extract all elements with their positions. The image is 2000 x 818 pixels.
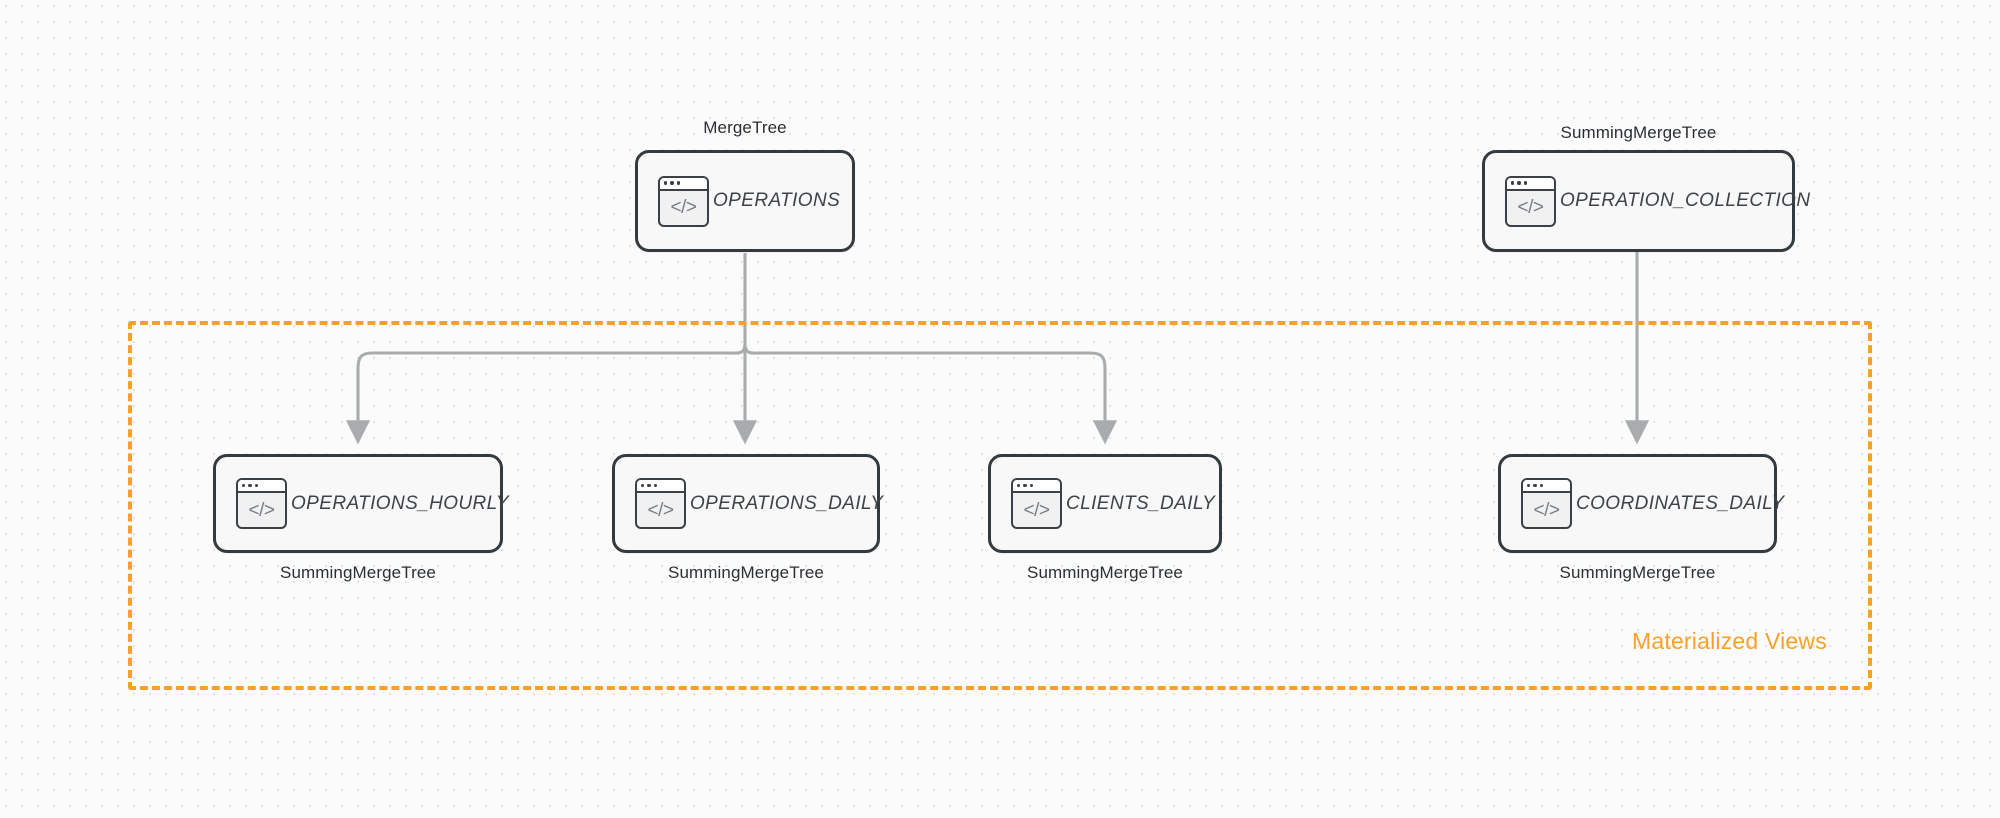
code-glyph-icon: </>	[1023, 499, 1050, 521]
icon-titlebar-dot	[1523, 181, 1528, 185]
icon-titlebar	[1507, 177, 1554, 191]
code-glyph-icon: </>	[647, 499, 674, 521]
node-label-clients_daily: CLIENTS_DAILY	[1066, 492, 1216, 514]
code-window-icon: </>	[1505, 175, 1556, 227]
node-label-operations: OPERATIONS	[713, 190, 841, 211]
materialized-views-label: Materialized Views	[1632, 628, 1827, 654]
code-glyph-icon: </>	[1533, 499, 1560, 521]
node-content: </> OPERATIONS_DAILY	[615, 478, 901, 529]
icon-titlebar-dot	[1539, 483, 1544, 488]
code-glyph-icon: </>	[1517, 197, 1544, 218]
node-operations_daily[interactable]: </> OPERATIONS_DAILY	[612, 454, 883, 553]
node-label-operations_hourly: OPERATIONS_HOURLY	[291, 492, 509, 514]
node-content: </> OPERATIONS_HOURLY	[216, 478, 527, 529]
icon-titlebar-dot	[248, 483, 252, 488]
code-window-icon: </>	[236, 478, 287, 529]
icon-titlebar-dot	[641, 483, 645, 488]
node-content: </> OPERATION_COLLECTION	[1485, 175, 1828, 227]
node-content: </> OPERATIONS	[638, 175, 858, 227]
node-operations_hourly[interactable]: </> OPERATIONS_HOURLY	[213, 454, 509, 553]
materialized-views-container	[128, 321, 1872, 690]
icon-titlebar-dot	[1029, 483, 1034, 488]
icon-titlebar-dot	[1023, 483, 1027, 488]
icon-titlebar	[660, 177, 707, 191]
code-glyph-icon: </>	[670, 197, 697, 218]
code-glyph-icon: </>	[248, 499, 275, 521]
node-coordinates_daily[interactable]: </> COORDINATES_DAILY	[1498, 454, 1784, 553]
code-window-icon: </>	[658, 175, 709, 227]
node-operation_collection[interactable]: </> OPERATION_COLLECTION	[1482, 150, 1810, 252]
icon-titlebar	[238, 480, 285, 493]
node-label-coordinates_daily: COORDINATES_DAILY	[1576, 492, 1785, 514]
icon-titlebar-dot	[653, 483, 658, 488]
code-window-icon: </>	[1011, 478, 1062, 529]
icon-titlebar-dot	[1527, 483, 1531, 488]
node-content: </> CLIENTS_DAILY	[991, 478, 1233, 529]
engine-caption-clients_daily: SummingMergeTree	[1027, 563, 1183, 582]
node-content: </> COORDINATES_DAILY	[1501, 478, 1802, 529]
icon-titlebar-dot	[670, 181, 674, 185]
engine-caption-operation_collection: SummingMergeTree	[1560, 123, 1717, 142]
icon-titlebar-dot	[647, 483, 651, 488]
icon-titlebar-dot	[676, 181, 681, 185]
node-clients_daily[interactable]: </> CLIENTS_DAILY	[988, 454, 1222, 553]
node-operations[interactable]: </> OPERATIONS	[635, 150, 855, 252]
code-window-icon: </>	[635, 478, 686, 529]
code-window-icon: </>	[1521, 478, 1572, 529]
icon-titlebar-dot	[1533, 483, 1537, 488]
icon-titlebar-dot	[664, 181, 668, 185]
icon-titlebar	[637, 480, 684, 493]
icon-titlebar-dot	[1511, 181, 1515, 185]
engine-caption-operations_daily: SummingMergeTree	[668, 563, 824, 582]
icon-titlebar-dot	[254, 483, 259, 488]
icon-titlebar	[1523, 480, 1570, 493]
engine-caption-operations_hourly: SummingMergeTree	[280, 563, 436, 582]
icon-titlebar-dot	[1517, 181, 1521, 185]
icon-titlebar-dot	[242, 483, 246, 488]
icon-titlebar	[1013, 480, 1060, 493]
node-label-operations_daily: OPERATIONS_DAILY	[690, 492, 884, 514]
engine-caption-operations: MergeTree	[703, 118, 787, 137]
node-label-operation_collection: OPERATION_COLLECTION	[1560, 190, 1811, 211]
engine-caption-coordinates_daily: SummingMergeTree	[1559, 563, 1716, 582]
icon-titlebar-dot	[1017, 483, 1021, 488]
